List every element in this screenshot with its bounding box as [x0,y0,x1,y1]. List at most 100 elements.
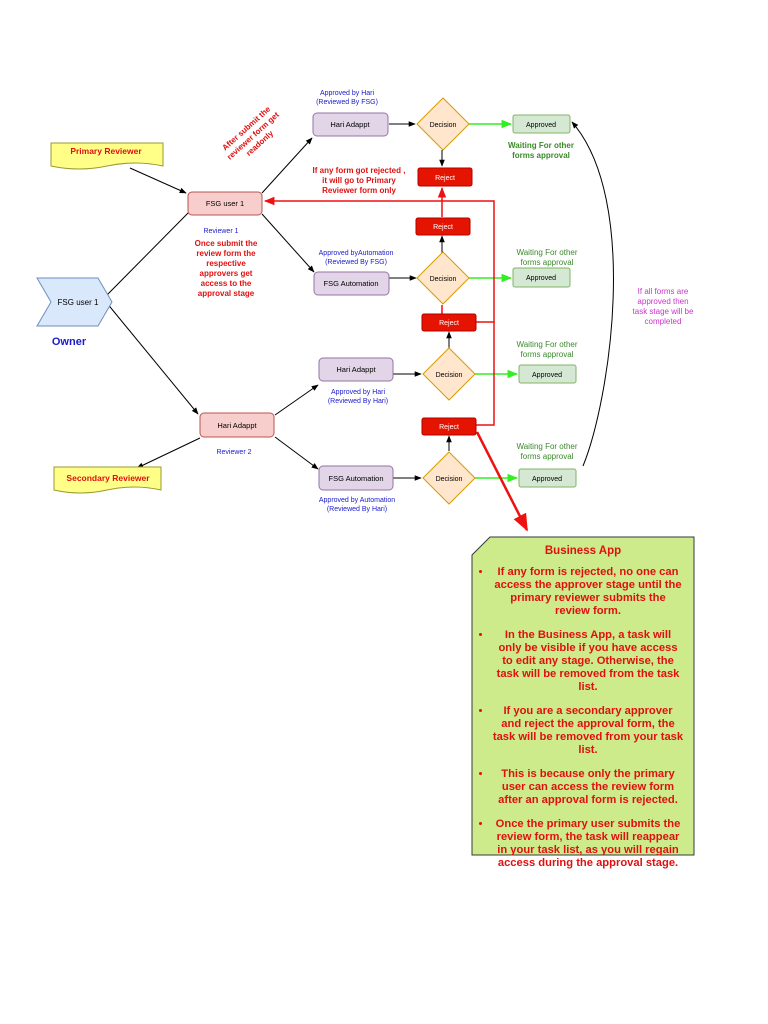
reject4-to-bus-line [476,322,495,426]
if-rejected-note: If any form got rejected , it will go to… [313,166,406,195]
owner-node[interactable]: FSG user 1 [36,277,113,327]
waiting-2-line1: Waiting For other [516,248,577,257]
owner-label: Owner [52,336,87,348]
business-app-card: Business App If any form is rejected, no… [472,537,694,869]
approved-by-hari-hari-line2: (Reviewed By Hari) [328,398,388,405]
owner-to-fsg-reviewer-arrow [105,206,195,297]
if-rejected-line1: If any form got rejected , [313,166,406,175]
owner-to-hari-reviewer-arrow [105,301,199,415]
decision-3-label: Decision [436,372,463,379]
completion-curve-arrow [571,121,614,467]
reject-return-to-primary-arrow [263,196,495,323]
connectors-black [105,121,614,481]
waiting-1-line1: Waiting For other [508,141,574,150]
approved-by-auto-fsg-line1: Approved byAutomation [319,250,394,257]
reject-2-label: Reject [433,224,453,231]
hari-to-hari-approver-arrow [274,384,319,416]
decision-3[interactable]: Decision [422,347,476,401]
business-app-point-2: In the Business App, a task will only be… [492,629,684,694]
approver-fsg-auto-top-label: FSG Automation [323,279,378,288]
once-submit-line4: approvers get [200,269,253,278]
hari-reviewer-label: Hari Adappt [217,421,257,430]
after-submit-note: After submit the reviewer form get reado… [221,104,282,161]
waiting-4-line1: Waiting For other [516,442,577,451]
approved-2[interactable]: Approved [512,267,571,288]
reject-2[interactable]: Reject [415,217,471,236]
if-rejected-line3: Reviewer form only [322,186,396,195]
reject-1[interactable]: Reject [417,167,473,187]
once-submit-line5: access to the [201,279,252,288]
waiting-1-line2: forms approval [512,151,570,160]
approver-hari-top-label: Hari Adappt [330,120,370,129]
connectors-red [263,186,529,532]
reviewer2-label: Reviewer 2 [216,449,251,456]
fsg-to-hari-approver-arrow [261,137,313,194]
all-approved-line4: completed [645,317,682,326]
primary-reviewer-label: Primary Reviewer [70,146,142,156]
reject-3[interactable]: Reject [421,313,477,332]
decision-2[interactable]: Decision [416,251,470,305]
decision-4-label: Decision [436,476,463,483]
connectors-green [469,119,519,483]
reject-1-label: Reject [435,175,455,182]
decision-1[interactable]: Decision [416,97,470,151]
approved-1[interactable]: Approved [512,114,571,134]
hari-reviewer-node[interactable]: Hari Adappt [199,412,275,438]
all-approved-line3: task stage will be [633,307,694,316]
all-approved-line2: approved then [637,297,688,306]
approved-3[interactable]: Approved [518,364,577,384]
approver-hari-bottom-label: Hari Adappt [336,365,376,374]
primary-flag-arrow [129,167,187,194]
business-app-point-3: If you are a secondary approver and reje… [492,705,684,757]
all-approved-note: If all forms are approved then task stag… [633,287,694,326]
hari-to-fsg-auto-approver-arrow [274,436,319,470]
decision-2-label: Decision [430,276,457,283]
approved-by-hari-fsg-line2: (Reviewed By FSG) [316,99,378,106]
approver-hari-top-node[interactable]: Hari Adappt [312,112,389,137]
secondary-reviewer-label: Secondary Reviewer [66,473,150,483]
approved-4-label: Approved [532,476,562,483]
approved-1-label: Approved [526,122,556,129]
waiting-2-line2: forms approval [521,258,574,267]
once-submit-note: Once submit the review form the respecti… [195,239,258,298]
decision-4[interactable]: Decision [422,451,476,505]
secondary-reviewer-flag: Secondary Reviewer [53,466,162,494]
owner-node-label: FSG user 1 [58,298,99,307]
fsg-user1-reviewer-node[interactable]: FSG user 1 [187,191,263,216]
once-submit-line3: respective [206,259,246,268]
reject-to-business-app-arrow [475,431,529,532]
once-submit-line1: Once submit the [195,239,258,248]
decision-1-label: Decision [430,122,457,129]
fsg-to-fsg-auto-approver-arrow [261,213,315,273]
approved-by-auto-hari-line2: (Reviewed By Hari) [327,506,387,513]
approver-fsg-auto-top-node[interactable]: FSG Automation [313,271,390,296]
business-app-point-1: If any form is rejected, no one can acce… [492,566,684,618]
approved-by-auto-hari-line1: Approved by Automation [319,497,395,504]
approved-3-label: Approved [532,372,562,379]
waiting-4-line2: forms approval [521,452,574,461]
if-rejected-line2: it will go to Primary [322,176,396,185]
approved-by-hari-hari-line1: Approved by Hari [331,389,386,396]
approver-hari-bottom-node[interactable]: Hari Adappt [318,357,394,382]
business-app-list: If any form is rejected, no one can acce… [482,566,684,870]
approver-fsg-auto-bottom-label: FSG Automation [328,474,383,483]
fsg-user1-reviewer-label: FSG user 1 [206,199,244,208]
waiting-3-line2: forms approval [521,350,574,359]
reviewer1-label: Reviewer 1 [203,228,238,235]
reject-4-label: Reject [439,424,459,431]
approver-fsg-auto-bottom-node[interactable]: FSG Automation [318,465,394,491]
reject-3-label: Reject [439,320,459,327]
business-app-title: Business App [544,545,622,557]
once-submit-line6: approval stage [198,289,255,298]
reject-4[interactable]: Reject [421,417,477,436]
once-submit-line2: review form the [196,249,256,258]
approved-2-label: Approved [526,275,556,282]
primary-reviewer-flag: Primary Reviewer [50,142,164,170]
waiting-3-line1: Waiting For other [516,340,577,349]
approved-by-auto-fsg-line2: (Reviewed By FSG) [325,259,387,266]
business-app-card-shape [471,536,695,856]
business-app-point-5: Once the primary user submits the review… [492,818,684,870]
approved-by-hari-fsg-line1: Approved by Hari [320,90,375,97]
approved-4[interactable]: Approved [518,468,577,488]
